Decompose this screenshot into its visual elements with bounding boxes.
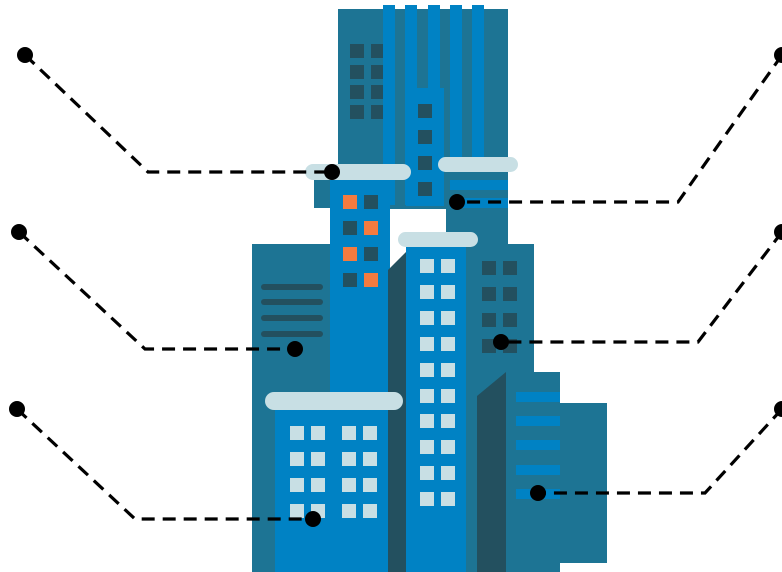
center-shadow-left <box>388 252 406 572</box>
callout-left-1-start-dot <box>17 47 33 63</box>
far-right-block <box>555 403 607 563</box>
central-tower <box>406 244 466 572</box>
callout-left-1-end-dot <box>324 164 340 180</box>
callout-right-1-start-dot <box>774 47 782 63</box>
callout-right-2-end-dot <box>493 334 509 350</box>
callout-right-2-start-dot <box>774 224 782 240</box>
buildings-group <box>252 5 607 572</box>
right-upper-roof <box>438 157 518 172</box>
callout-left-2-end-dot <box>287 341 303 357</box>
callout-right-3-end-dot <box>530 485 546 501</box>
callout-left-3-end-dot <box>305 511 321 527</box>
callout-left-2-start-dot <box>11 224 27 240</box>
bottom-left-roof <box>265 392 403 410</box>
central-tower-roof <box>398 232 478 247</box>
callout-left-1-line <box>25 55 332 172</box>
callout-right-1-end-dot <box>449 194 465 210</box>
callout-left-3-start-dot <box>9 401 25 417</box>
center-shadow-right <box>477 372 506 572</box>
callout-right-2-line <box>501 232 782 342</box>
